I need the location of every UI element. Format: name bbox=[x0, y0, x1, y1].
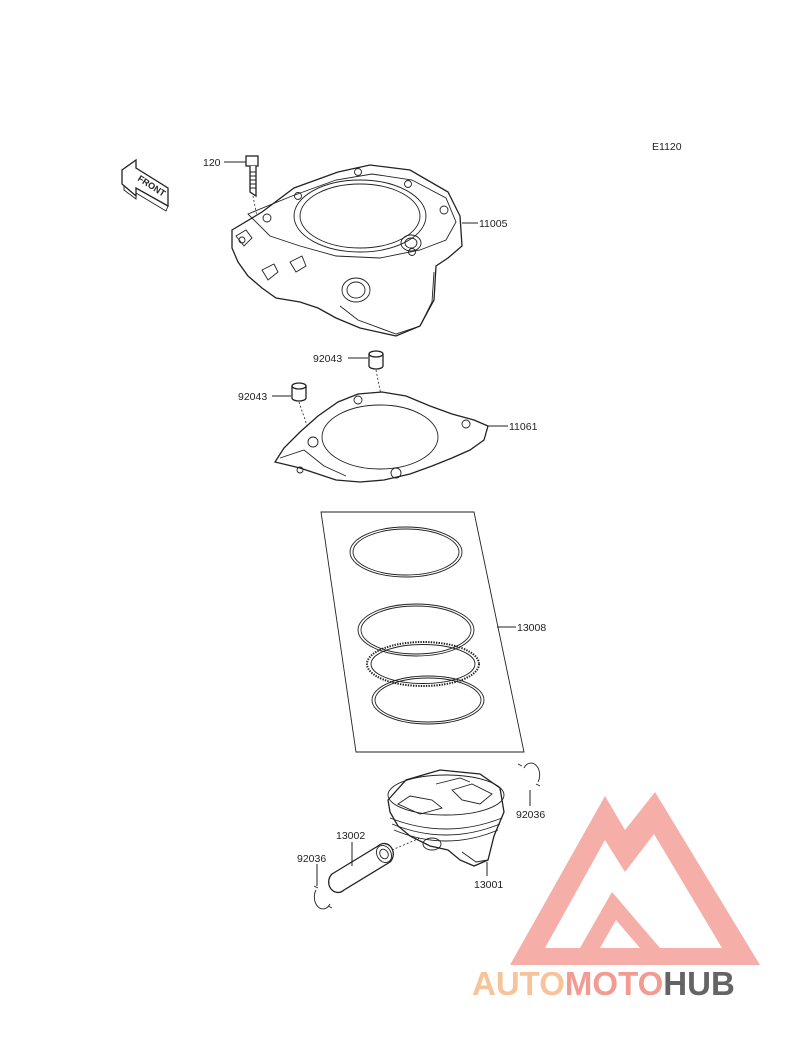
bolt-120[interactable] bbox=[245, 155, 261, 233]
piston-13001[interactable] bbox=[387, 769, 505, 867]
piston-ring-set-13008[interactable] bbox=[320, 511, 525, 753]
diagram-code: E1120 bbox=[652, 141, 682, 153]
dowel-pin-left-92043[interactable] bbox=[291, 382, 313, 441]
label-11061: 11061 bbox=[509, 421, 538, 433]
label-13008: 13008 bbox=[517, 622, 546, 634]
watermark-moto: MOTO bbox=[565, 965, 663, 1002]
svg-text:AUTOMOTOHUB: AUTOMOTOHUB bbox=[472, 965, 735, 1002]
watermark-hub: HUB bbox=[663, 965, 735, 1002]
label-92043-left: 92043 bbox=[238, 391, 267, 403]
cylinder-11005[interactable] bbox=[231, 164, 463, 337]
label-11005: 11005 bbox=[479, 218, 508, 230]
label-92043-upper: 92043 bbox=[313, 353, 342, 365]
label-120: 120 bbox=[203, 157, 221, 169]
circlip-right-92036[interactable] bbox=[517, 762, 541, 787]
label-13001: 13001 bbox=[474, 879, 503, 891]
label-13002: 13002 bbox=[336, 830, 365, 842]
automotohub-logo: AUTOMOTOHUB bbox=[472, 792, 760, 1002]
label-92036-right: 92036 bbox=[516, 809, 545, 821]
watermark-auto: AUTO bbox=[472, 965, 565, 1002]
piston-pin-13002[interactable] bbox=[328, 837, 421, 894]
gasket-11061[interactable] bbox=[273, 391, 489, 483]
circlip-left-92036[interactable] bbox=[313, 885, 333, 910]
front-arrow-icon: FRONT bbox=[121, 158, 169, 212]
label-92036-left: 92036 bbox=[297, 853, 326, 865]
